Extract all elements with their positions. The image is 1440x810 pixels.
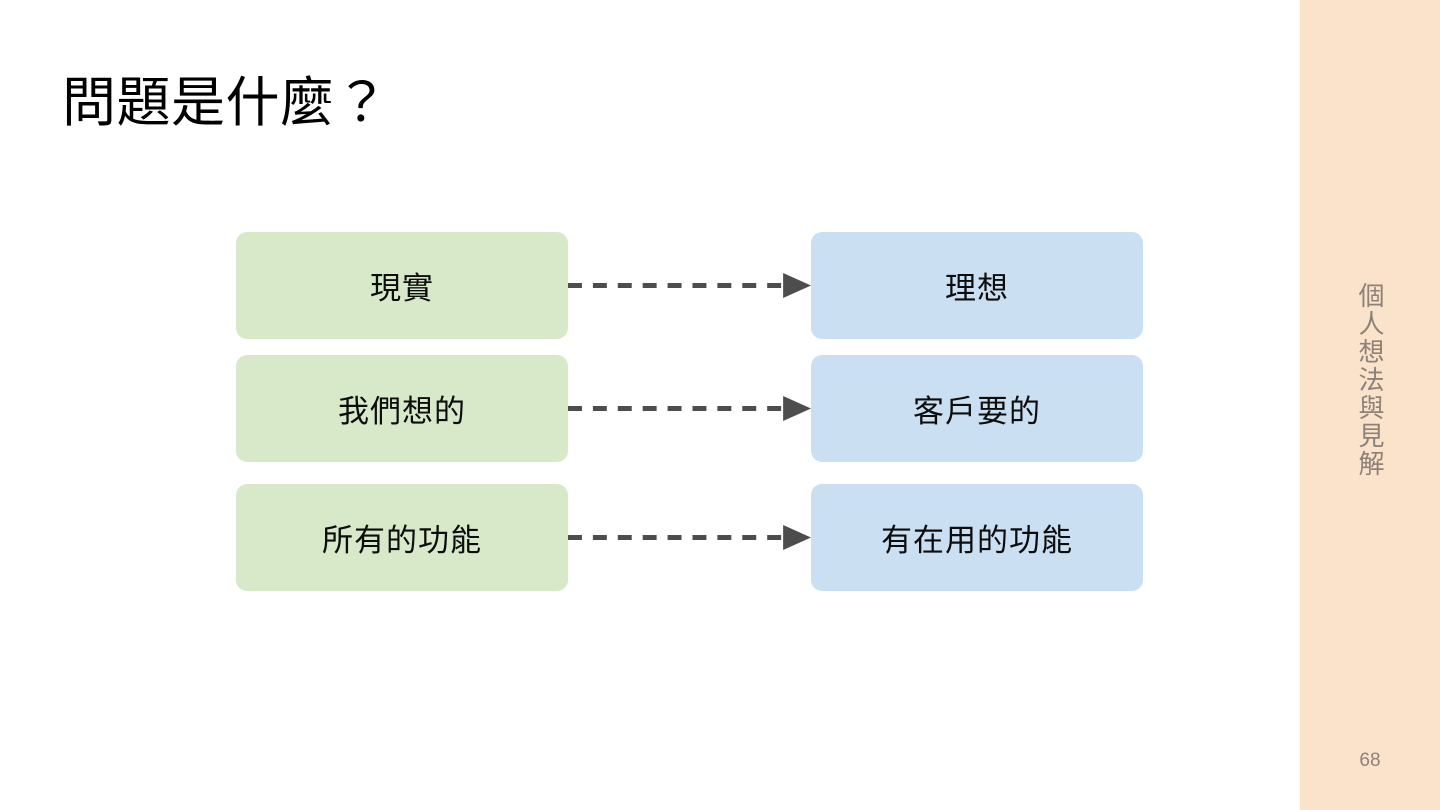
flow-diagram: 現實 理想 我們想的 客戶要的 所有的功能 [236, 232, 1143, 591]
sidebar-section-label: 個人想法與見解 [1355, 282, 1385, 478]
flow-row: 我們想的 客戶要的 [236, 355, 1143, 462]
flow-row: 現實 理想 [236, 232, 1143, 339]
connector-1 [568, 355, 811, 462]
source-node-1[interactable]: 我們想的 [236, 355, 568, 462]
page-title: 問題是什麼？ [62, 73, 389, 133]
arrow-head-icon [783, 273, 811, 298]
arrow-head-icon [783, 525, 811, 550]
source-node-0[interactable]: 現實 [236, 232, 568, 339]
sidebar-band: 個人想法與見解 68 [1300, 0, 1440, 810]
target-node-1[interactable]: 客戶要的 [811, 355, 1143, 462]
flow-row: 所有的功能 有在用的功能 [236, 484, 1143, 591]
target-node-0[interactable]: 理想 [811, 232, 1143, 339]
target-node-2[interactable]: 有在用的功能 [811, 484, 1143, 591]
source-node-2[interactable]: 所有的功能 [236, 484, 568, 591]
page-number: 68 [1359, 750, 1381, 771]
arrow-head-icon [783, 396, 811, 421]
connector-0 [568, 232, 811, 339]
connector-2 [568, 484, 811, 591]
